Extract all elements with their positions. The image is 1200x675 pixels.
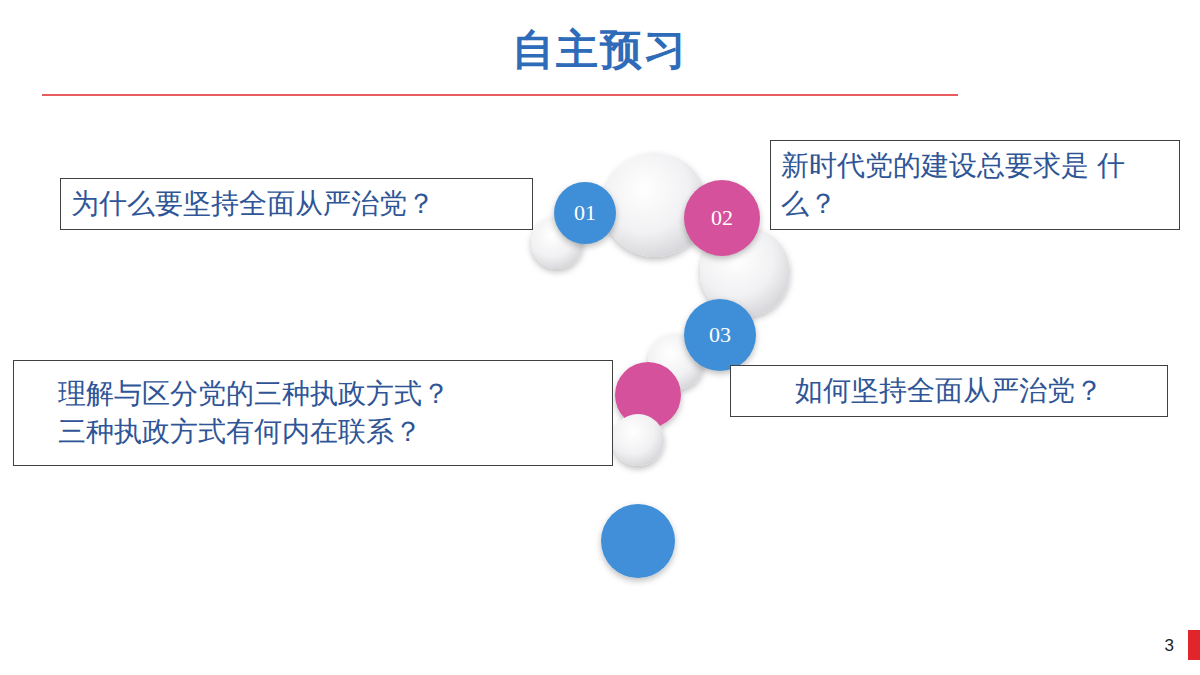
question-box: 理解与区分党的三种执政方式？三种执政方式有何内在联系？	[13, 360, 613, 466]
page-number: 3	[1165, 636, 1174, 656]
title-rule	[42, 94, 958, 96]
slide-title: 自主预习	[0, 22, 1200, 78]
question-text: 理解与区分党的三种执政方式？	[58, 375, 568, 413]
number-circle: 03	[684, 299, 756, 371]
callout-number: 03	[709, 322, 731, 348]
question-box: 如何坚持全面从严治党？	[730, 365, 1168, 417]
callout-number: 02	[711, 205, 733, 231]
question-text: 为什么要坚持全面从严治党？	[71, 185, 522, 223]
corner-bar	[1188, 630, 1200, 660]
number-circle: 01	[554, 182, 616, 244]
question-text: 三种执政方式有何内在联系？	[58, 413, 568, 451]
question-text: 如何坚持全面从严治党？	[741, 372, 1157, 410]
callout-number: 01	[574, 200, 596, 226]
question-text: 新时代党的建设总要求是 什么？	[781, 147, 1169, 223]
question-box: 为什么要坚持全面从严治党？	[60, 178, 533, 230]
number-circle: 02	[684, 180, 760, 256]
question-box: 新时代党的建设总要求是 什么？	[770, 140, 1180, 230]
